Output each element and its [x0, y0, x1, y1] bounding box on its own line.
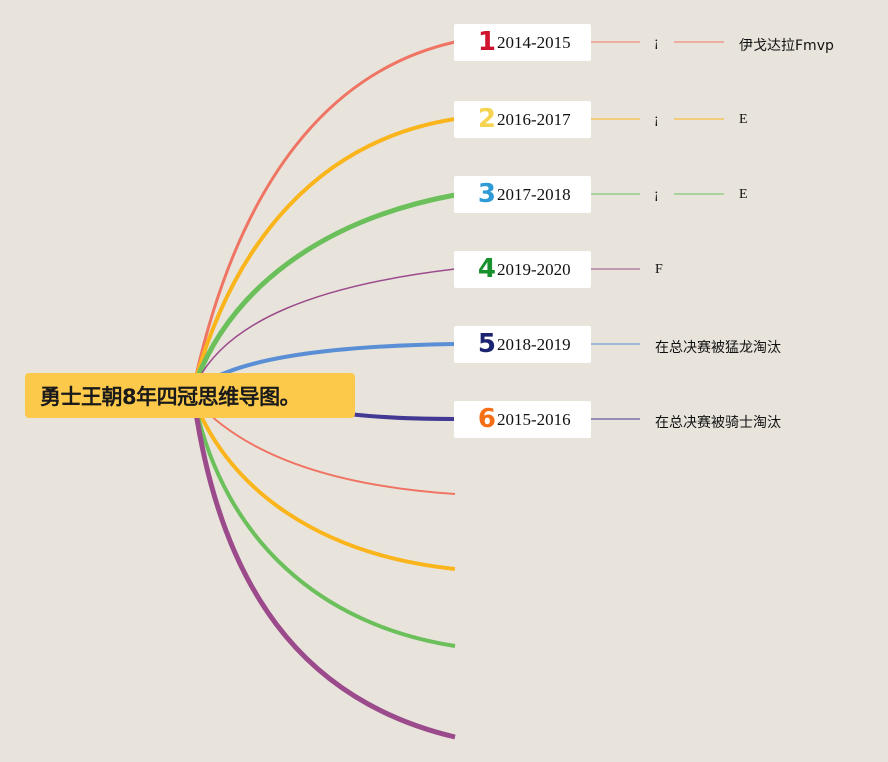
year-node-6[interactable]: 6 2015-2016 — [454, 401, 591, 438]
year-label-1: 2014-2015 — [497, 32, 571, 52]
sub-node-1a[interactable]: ¡ — [654, 35, 659, 50]
branch-line-empty-2 — [193, 401, 456, 571]
number-badge-3: 3 — [477, 179, 496, 209]
year-label-2: 2016-2017 — [497, 109, 571, 129]
branch-line-1 — [193, 40, 456, 381]
branch-line-2 — [193, 117, 456, 383]
year-node-1[interactable]: 1 2014-2015 — [454, 24, 591, 61]
sub-node-3b[interactable]: E — [739, 187, 748, 202]
number-badge-2: 2 — [477, 104, 496, 134]
year-label-3: 2017-2018 — [497, 184, 571, 204]
year-node-5[interactable]: 5 2018-2019 — [454, 326, 591, 363]
year-node-2[interactable]: 2 2016-2017 — [454, 101, 591, 138]
branch-line-empty-1 — [194, 399, 456, 495]
sub-node-2a[interactable]: ¡ — [654, 112, 659, 127]
number-badge-6: 6 — [477, 404, 496, 434]
year-label-5: 2018-2019 — [497, 334, 571, 354]
number-badge-1: 1 — [477, 27, 496, 57]
branch-line-empty-3 — [193, 403, 456, 648]
root-topic[interactable]: 勇士王朝8年四冠思维导图。 — [25, 373, 355, 418]
sub-node-2b[interactable]: E — [739, 112, 748, 127]
sub-node-5a[interactable]: 在总决赛被猛龙淘汰 — [655, 340, 781, 356]
branch-line-empty-4 — [192, 405, 456, 740]
number-badge-5: 5 — [477, 329, 496, 359]
root-title: 勇士王朝8年四冠思维导图。 — [40, 384, 301, 409]
year-node-3[interactable]: 3 2017-2018 — [454, 176, 591, 213]
sub-node-3a[interactable]: ¡ — [654, 187, 659, 202]
year-node-4[interactable]: 4 2019-2020 — [454, 251, 591, 288]
branch-line-3 — [192, 192, 456, 385]
number-badge-4: 4 — [477, 254, 496, 284]
sub-node-4a[interactable]: F — [655, 262, 663, 277]
branch-line-4 — [194, 268, 456, 387]
sub-node-1b[interactable]: 伊戈达拉Fmvp — [739, 38, 834, 54]
branch-line-6 — [339, 411, 456, 421]
sub-node-6a[interactable]: 在总决赛被骑士淘汰 — [655, 415, 781, 431]
year-label-6: 2015-2016 — [497, 409, 571, 429]
year-label-4: 2019-2020 — [497, 259, 571, 279]
